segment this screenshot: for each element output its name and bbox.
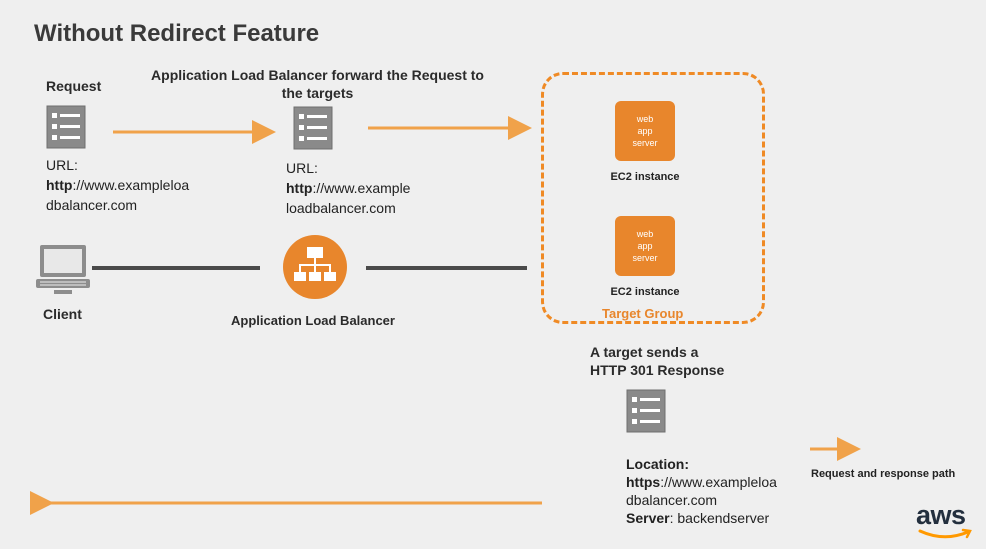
ec2-instance-icon: web app server xyxy=(615,101,675,161)
aws-logo: aws xyxy=(916,502,976,546)
server-header: Server: backendserver xyxy=(626,509,777,527)
ec2-icon-line: server xyxy=(632,253,658,263)
alb-forward-heading: Application Load Balancer forward the Re… xyxy=(140,66,495,102)
load-balancer-label: Application Load Balancer xyxy=(231,313,395,328)
ec2-icon-line: app xyxy=(637,241,653,251)
location-scheme: https xyxy=(626,474,661,490)
server-key: Server xyxy=(626,510,670,526)
server-value: : backendserver xyxy=(669,510,770,526)
response-heading-line1: A target sends a xyxy=(590,344,699,360)
ec2-icon-line: web xyxy=(636,114,654,124)
ec2-instance-label: EC2 instance xyxy=(610,171,680,183)
aws-smile-icon xyxy=(918,528,972,539)
forwarded-url-label: URL: xyxy=(286,160,318,176)
ec2-icon-line: app xyxy=(637,126,653,136)
target-group-label: Target Group xyxy=(602,306,684,321)
request-label: Request xyxy=(46,78,102,94)
response-headers: Location: https://www.exampleloa dbalanc… xyxy=(626,455,777,527)
request-url-line2: dbalancer.com xyxy=(46,197,138,213)
ec2-icon-line: web xyxy=(636,229,654,239)
forwarded-url-line2: loadbalancer.com xyxy=(286,200,396,216)
response-heading: A target sends a HTTP 301 Response xyxy=(590,343,724,379)
forwarded-url-line1: http://www.example xyxy=(286,178,410,198)
request-url-scheme: http xyxy=(46,177,73,193)
load-balancer-icon xyxy=(283,235,347,299)
forwarded-document-icon xyxy=(293,106,333,150)
forwarded-url-rest: ://www.example xyxy=(312,180,411,196)
location-rest: ://www.exampleloa xyxy=(660,474,777,490)
request-url-line1: http://www.exampleloa xyxy=(46,175,189,195)
location-label: Location: xyxy=(626,455,777,473)
forwarded-url-scheme: http xyxy=(286,180,313,196)
ec2-instance-icon: web app server xyxy=(615,216,675,276)
aws-logo-text: aws xyxy=(916,500,966,530)
page-title: Without Redirect Feature xyxy=(34,20,320,47)
alb-forward-heading-line2: the targets xyxy=(281,85,354,101)
request-url-rest: ://www.exampleloa xyxy=(72,177,190,193)
response-heading-line2: HTTP 301 Response xyxy=(590,362,725,378)
ec2-instance-label: EC2 instance xyxy=(610,286,680,298)
legend-label: Request and response path xyxy=(811,468,956,480)
request-document-icon xyxy=(46,105,86,149)
laptop-icon xyxy=(36,245,90,294)
forwarded-url: URL: http://www.example loadbalancer.com xyxy=(286,158,410,218)
location-line2: dbalancer.com xyxy=(626,492,718,508)
request-url-label: URL: xyxy=(46,157,78,173)
target-group-box xyxy=(541,72,765,324)
response-document-icon xyxy=(626,389,666,433)
request-url: URL: http://www.exampleloa dbalancer.com xyxy=(46,155,189,215)
client-label: Client xyxy=(43,306,82,322)
location-line1: https://www.exampleloa xyxy=(626,473,777,491)
ec2-icon-line: server xyxy=(632,138,658,148)
location-key: Location: xyxy=(626,456,689,472)
alb-forward-heading-line1: Application Load Balancer forward the Re… xyxy=(151,67,484,83)
